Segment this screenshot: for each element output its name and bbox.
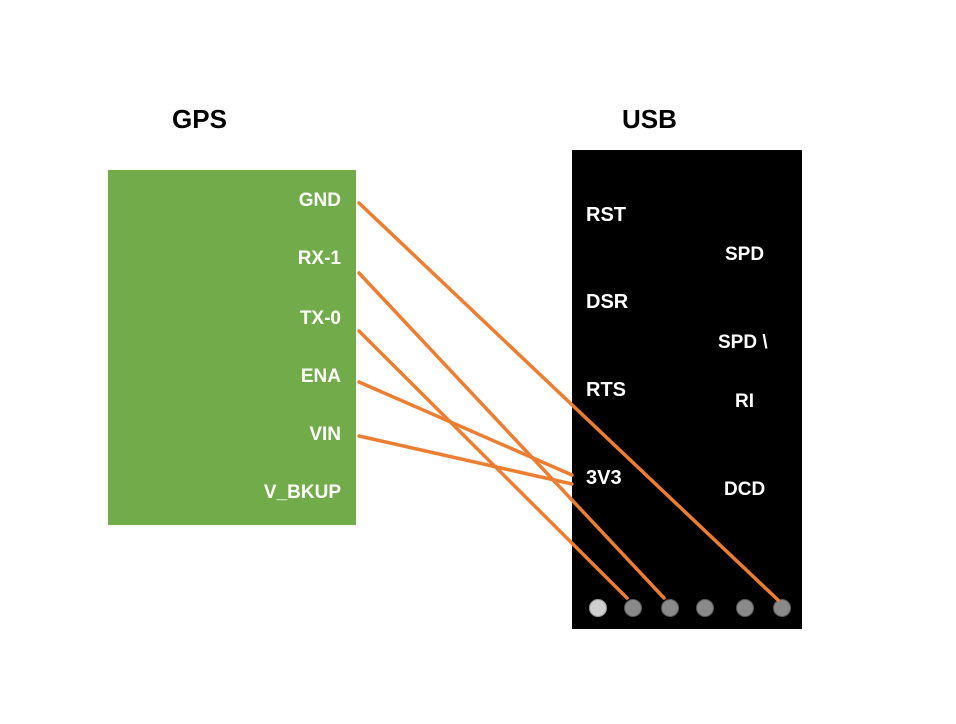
usb-pin-ri: RI bbox=[735, 391, 754, 412]
gps-title: GPS bbox=[172, 104, 227, 134]
gps-module: GND RX-1 TX-0 ENA VIN V_BKUP bbox=[108, 170, 356, 525]
usb-pin-rts: RTS bbox=[586, 379, 626, 401]
usb-title: USB bbox=[622, 104, 677, 134]
header-pin-2 bbox=[624, 599, 642, 617]
usb-pin-dcd: DCD bbox=[724, 479, 766, 500]
gps-pin-ena: ENA bbox=[300, 366, 341, 387]
header-pin-5 bbox=[736, 599, 754, 617]
usb-pin-dsr: DSR bbox=[586, 291, 629, 313]
header-pin-4 bbox=[696, 599, 714, 617]
header-pin-1 bbox=[589, 599, 607, 617]
usb-pin-spd: SPD bbox=[725, 244, 765, 265]
header-pin-6 bbox=[773, 599, 791, 617]
wire-rx bbox=[357, 271, 666, 600]
usb-pin-rst: RST bbox=[586, 204, 626, 226]
wire-vin bbox=[357, 434, 574, 486]
usb-module: RST DSR RTS 3V3 SPD SPD \ RI DCD bbox=[572, 150, 802, 629]
gps-pin-tx: TX-0 bbox=[299, 308, 341, 329]
gps-pin-rx: RX-1 bbox=[297, 248, 341, 269]
wire-ena bbox=[357, 380, 574, 477]
usb-pin-spd-inv: SPD \ bbox=[718, 332, 768, 353]
wire-gnd bbox=[357, 201, 780, 602]
usb-pin-3v3: 3V3 bbox=[586, 467, 622, 489]
gps-pin-vin: VIN bbox=[309, 424, 341, 445]
header-pin-3 bbox=[661, 599, 679, 617]
gps-pin-gnd: GND bbox=[298, 190, 341, 211]
gps-pin-vbkup: V_BKUP bbox=[263, 482, 341, 503]
